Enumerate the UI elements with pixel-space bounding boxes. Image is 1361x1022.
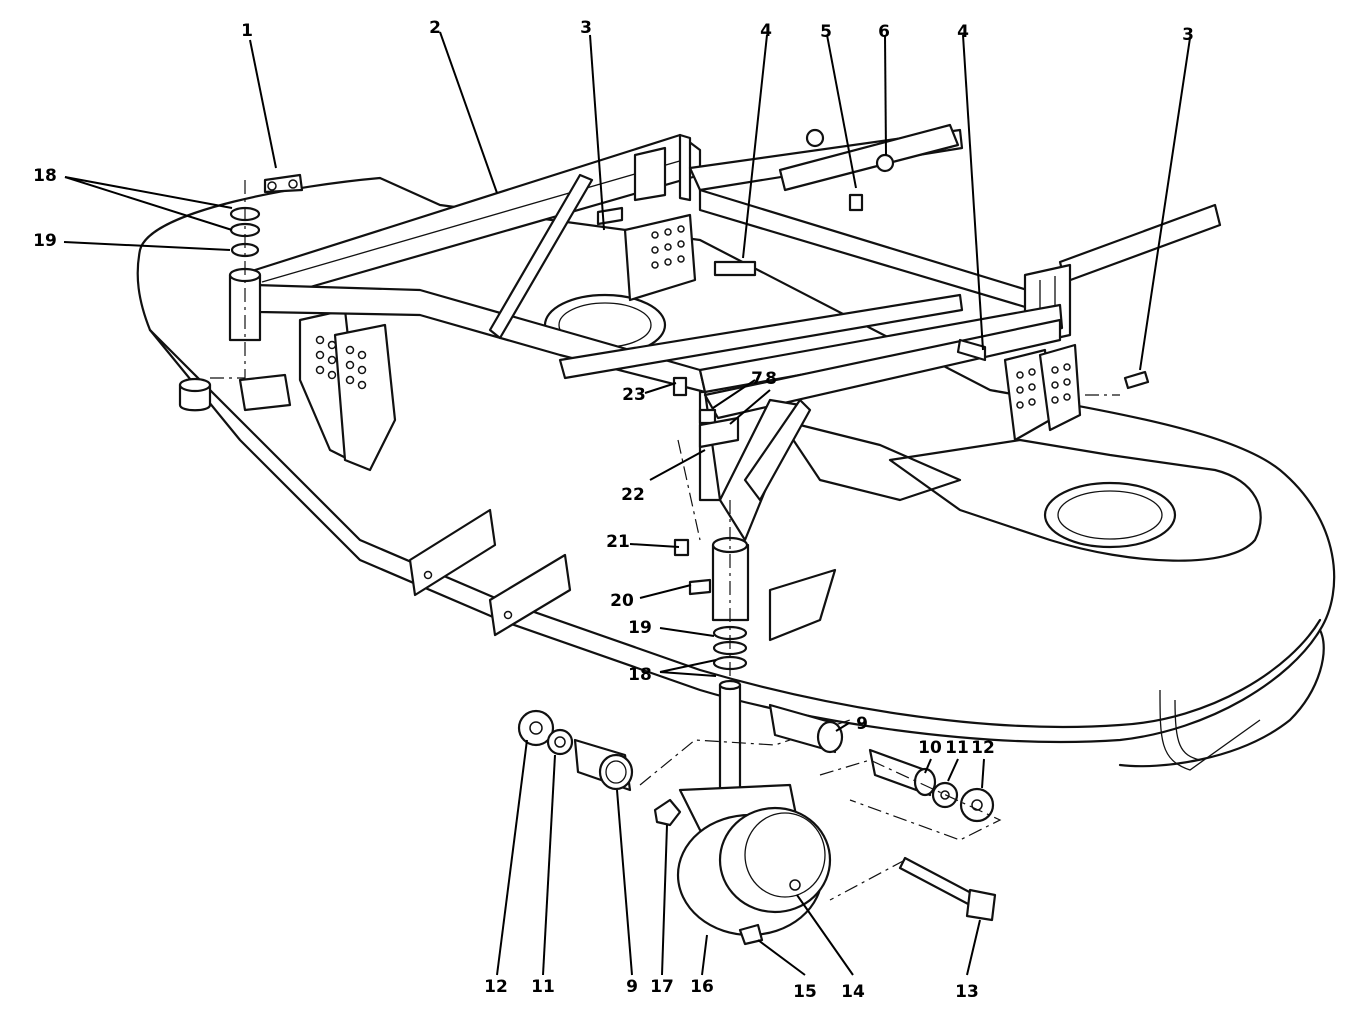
callout-12-right: 12 bbox=[971, 738, 995, 758]
callout-11-right: 11 bbox=[945, 738, 969, 758]
deck-side-brackets bbox=[298, 213, 1082, 472]
callout-10: 10 bbox=[918, 738, 942, 758]
callout-7: 7 bbox=[751, 369, 763, 389]
callout-9-right: 9 bbox=[856, 714, 868, 734]
right-axle-parts bbox=[768, 703, 1002, 922]
left-caster-tube bbox=[178, 180, 262, 412]
callout-18-bottom: 18 bbox=[628, 665, 652, 685]
callout-15: 15 bbox=[793, 982, 817, 1002]
callout-20: 20 bbox=[610, 591, 634, 611]
callout-3-left: 3 bbox=[580, 18, 592, 38]
callout-17: 17 bbox=[650, 977, 674, 997]
callout-16: 16 bbox=[690, 977, 714, 997]
front-mounting-plates bbox=[238, 373, 572, 637]
callout-22: 22 bbox=[621, 485, 645, 505]
callout-19-bottom: 19 bbox=[628, 618, 652, 638]
caster-wheel-assembly bbox=[653, 679, 832, 946]
callout-21: 21 bbox=[606, 532, 630, 552]
callout-11-left: 11 bbox=[531, 977, 555, 997]
callout-5: 5 bbox=[820, 22, 832, 42]
callout-14: 14 bbox=[841, 982, 865, 1002]
callout-4-right: 4 bbox=[957, 22, 969, 42]
callout-3-right: 3 bbox=[1182, 25, 1194, 45]
callout-8: 8 bbox=[765, 369, 777, 389]
leader-lines bbox=[63, 31, 1191, 976]
callout-6: 6 bbox=[878, 22, 890, 42]
callout-18-top: 18 bbox=[33, 166, 57, 186]
callout-2: 2 bbox=[429, 18, 441, 38]
callout-4-left: 4 bbox=[760, 21, 772, 41]
callout-23: 23 bbox=[622, 385, 646, 405]
small-hardware bbox=[263, 128, 1150, 596]
callout-19-top: 19 bbox=[33, 231, 57, 251]
callout-1: 1 bbox=[241, 21, 253, 41]
callout-9-left: 9 bbox=[626, 977, 638, 997]
deck-frame bbox=[253, 123, 1222, 542]
callout-12-left: 12 bbox=[484, 977, 508, 997]
callout-labels: 1 2 3 4 5 6 4 3 18 19 23 7 8 22 21 20 19… bbox=[33, 18, 1194, 1002]
callout-13: 13 bbox=[955, 982, 979, 1002]
right-caster-tube bbox=[711, 500, 750, 690]
